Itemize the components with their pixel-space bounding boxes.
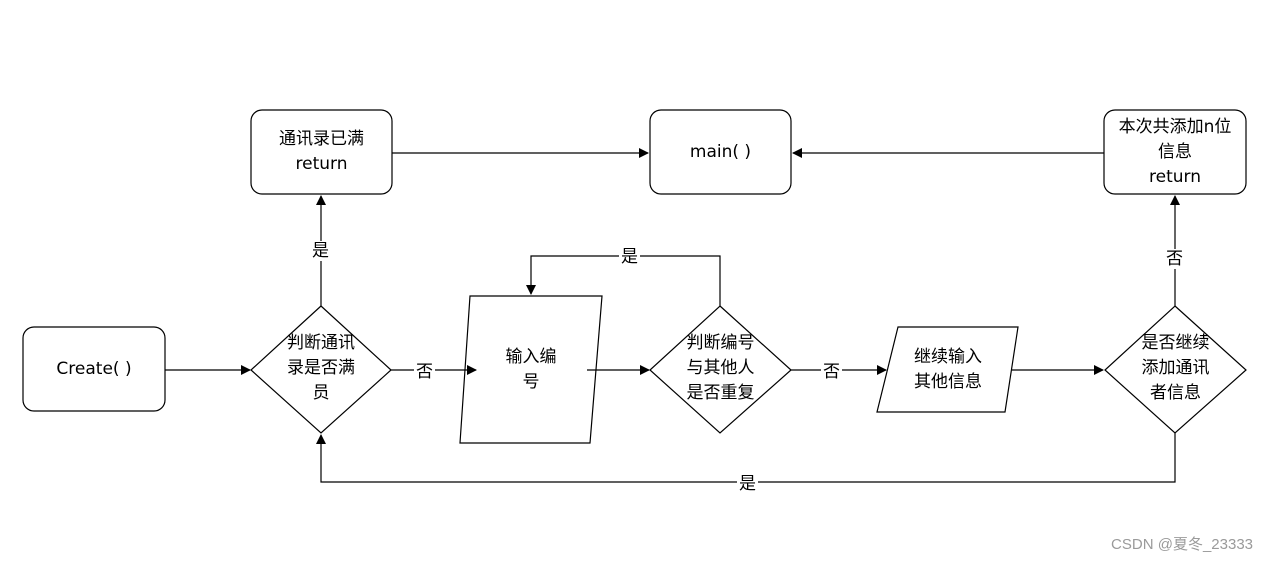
summary-return-line-1: 本次共添加n位 [1118,117,1232,137]
check-dup-line-3: 是否重复 [686,383,755,403]
summary-return-node-label: 本次共添加n位 信息 return [1104,115,1246,190]
input-no-line-2: 号 [522,372,540,392]
input-no-node-label: 输入编 号 [466,345,596,395]
continue-add-line-3: 者信息 [1150,383,1201,403]
input-no-node-shape [459,295,603,444]
continue-add-line-2: 添加通讯 [1141,358,1210,378]
check-full-line-2: 录是否满 [287,358,355,378]
check-dup-line-1: 判断编号 [686,333,755,353]
edge-label-full-no: 否 [414,362,435,382]
full-return-line-2: return [295,154,348,174]
edge-label-dup-yes: 是 [619,247,640,267]
input-other-node-shape [876,326,1019,413]
check-dup-line-2: 与其他人 [686,358,755,378]
edge-label-continue-yes: 是 [737,474,758,494]
continue-add-node-label: 是否继续 添加通讯 者信息 [1105,331,1246,406]
edge-label-continue-no: 否 [1164,249,1185,269]
create-node-shape [22,326,166,412]
input-other-node-label: 继续输入 其他信息 [884,345,1012,395]
main-node-label: main( ) [689,142,752,162]
check-full-node-shape [250,305,392,434]
summary-return-line-3: return [1149,167,1201,187]
summary-return-line-2: 信息 [1158,142,1192,162]
full-return-node-shape [250,109,393,195]
create-node-label: Create( ) [56,359,132,379]
full-return-node-label: 通讯录已满 return [251,127,392,177]
edge-label-dup-no: 否 [821,362,842,382]
main-node-shape [649,109,792,195]
check-dup-node-shape [649,305,792,434]
check-full-node-label: 判断通讯 录是否满 员 [251,331,391,406]
input-other-line-1: 继续输入 [914,347,982,367]
check-full-line-3: 员 [312,383,330,403]
full-return-line-1: 通讯录已满 [279,129,364,149]
check-dup-node-label: 判断编号 与其他人 是否重复 [650,331,791,406]
input-no-line-1: 输入编 [505,347,557,367]
check-full-line-1: 判断通讯 [287,333,355,353]
input-other-line-2: 其他信息 [914,372,982,392]
continue-add-line-1: 是否继续 [1141,333,1210,353]
watermark-text: CSDN @夏冬_23333 [1111,536,1253,553]
summary-return-node-shape [1103,109,1247,195]
edge-label-full-yes: 是 [310,241,331,261]
